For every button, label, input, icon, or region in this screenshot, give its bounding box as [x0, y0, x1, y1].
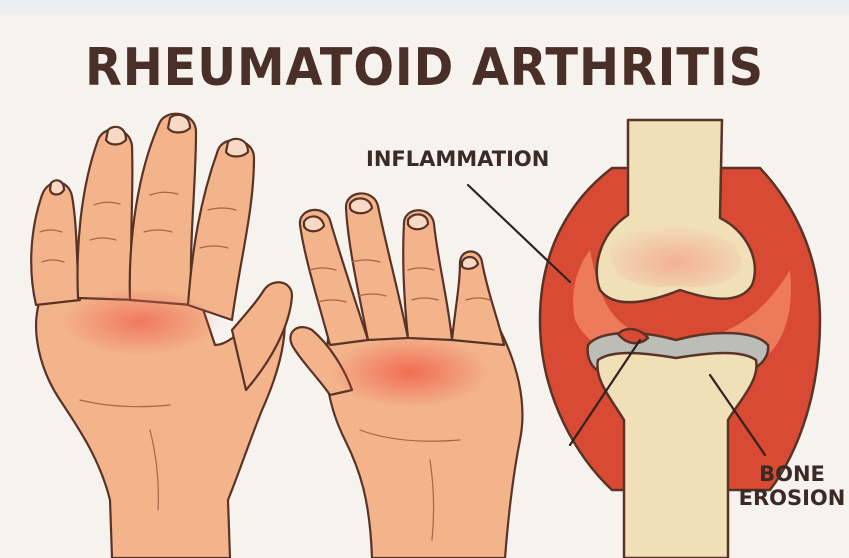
label-bone-erosion-line2: EROSION — [737, 486, 847, 510]
label-bone-erosion-line1: BONE — [737, 462, 847, 486]
left-hand-illustration — [31, 114, 292, 558]
right-hand-illustration — [290, 193, 522, 558]
label-bone-erosion: BONE EROSION — [737, 462, 847, 510]
label-inflammation: INFLAMMATION — [366, 147, 549, 171]
